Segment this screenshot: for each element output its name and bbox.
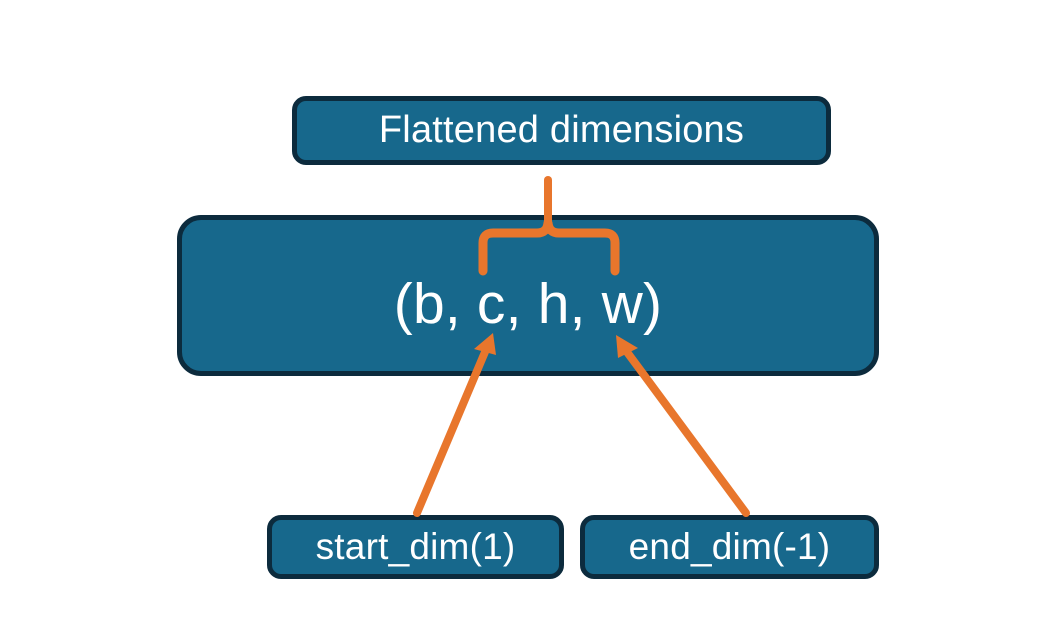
end-dim-box[interactable]: end_dim(-1) — [580, 515, 879, 579]
end-dim-label: end_dim(-1) — [628, 526, 831, 567]
start-dim-label: start_dim(1) — [315, 526, 516, 567]
tensor-shape-label: (b, c, h, w) — [393, 272, 663, 336]
start-dim-box[interactable]: start_dim(1) — [267, 515, 564, 579]
flattened-dimensions-label: Flattened dimensions — [378, 109, 745, 151]
flattened-dimensions-box[interactable]: Flattened dimensions — [292, 96, 831, 165]
tensor-shape-box[interactable]: (b, c, h, w) — [177, 215, 879, 376]
